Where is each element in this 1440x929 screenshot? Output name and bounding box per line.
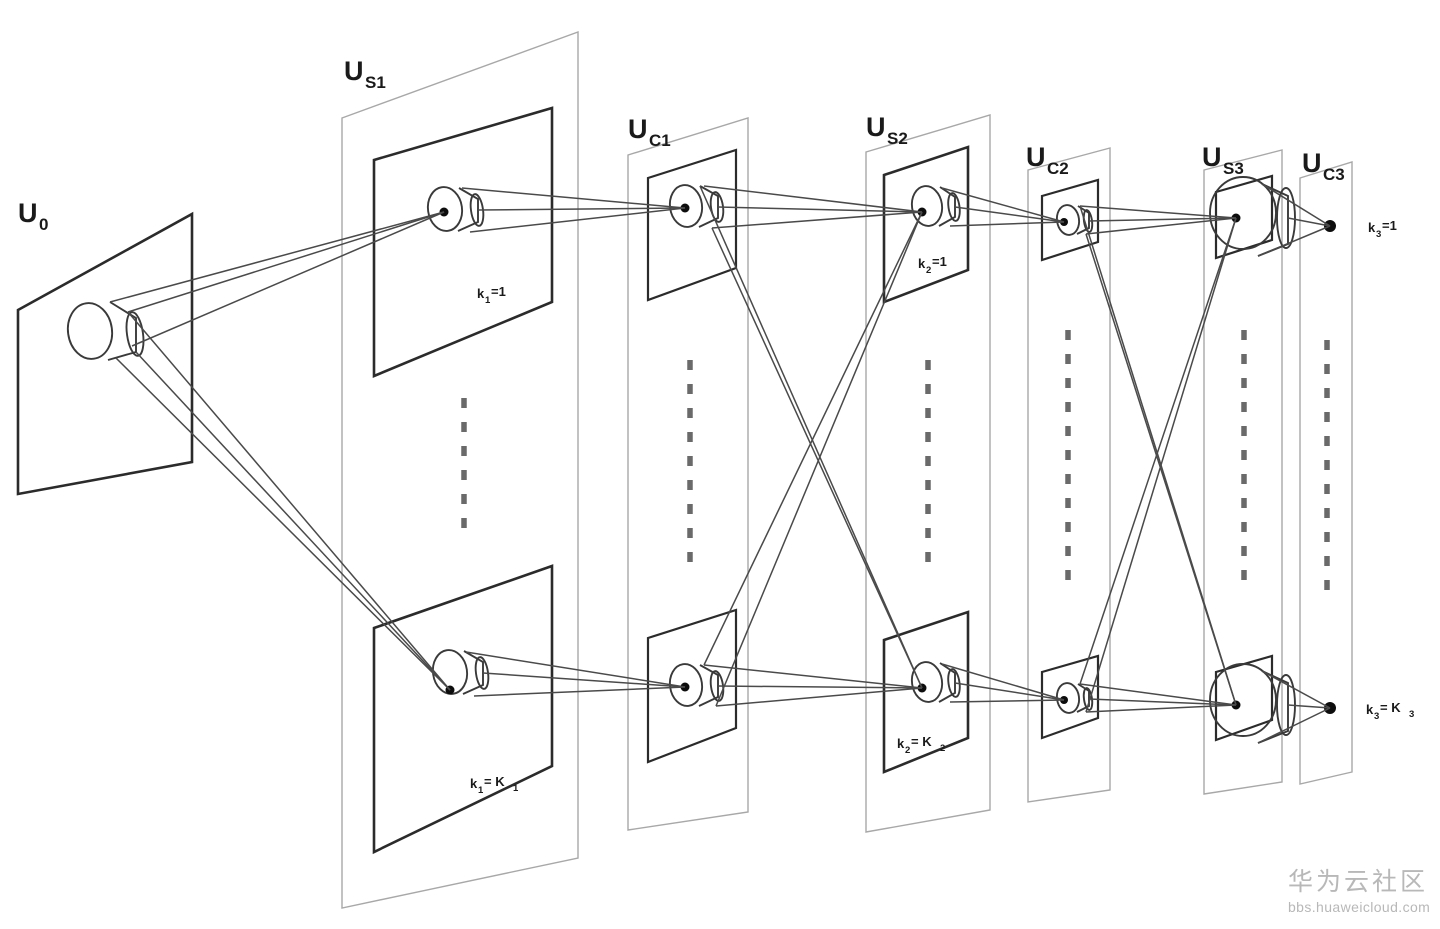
us3-outer-container xyxy=(1203,149,1283,795)
us1-plane-top xyxy=(372,106,554,378)
label-k3-bottom-sub: 3 xyxy=(1374,711,1379,722)
label-uc1: U C1 xyxy=(628,114,671,150)
us3-plane-bottom xyxy=(1214,654,1274,742)
label-k3-bottom-main: k xyxy=(1366,702,1374,717)
label-uc3-main: U xyxy=(1302,148,1322,178)
connections-uc1-us2 xyxy=(699,185,923,707)
label-k3-top: k 3 =1 xyxy=(1368,218,1397,240)
label-k3-bottom-value-sub: 3 xyxy=(1409,709,1414,720)
watermark: 华为云社区 bbs.huaweicloud.com xyxy=(1288,868,1430,915)
u0-input-plane xyxy=(16,211,194,496)
label-uc1-sub: C1 xyxy=(649,131,671,150)
label-uc3-sub: C3 xyxy=(1323,165,1345,184)
label-k2-bottom: k 2 = K 2 xyxy=(897,734,945,756)
us3-plane-top xyxy=(1214,174,1274,260)
label-us3: U S3 xyxy=(1202,142,1244,178)
label-us2-main: U xyxy=(866,112,886,142)
u0-receptive-cone xyxy=(66,301,145,361)
uc1-outer-container xyxy=(627,117,749,831)
us2-outer-container xyxy=(865,114,991,833)
layer-labels: U 0 U S1 U C1 U S2 U C2 U S3 U C3 xyxy=(18,56,1345,234)
uc2-plane-top xyxy=(1040,178,1100,262)
label-k1-top-value: =1 xyxy=(491,284,506,299)
connections-uc2-us3 xyxy=(1079,205,1237,713)
label-k1-bottom-value: = K xyxy=(484,774,505,789)
watermark-url-text: bbs.huaweicloud.com xyxy=(1288,899,1430,915)
us1-outer-container xyxy=(341,30,579,909)
label-k3-top-value: =1 xyxy=(1382,218,1397,233)
label-u0-main: U xyxy=(18,198,38,228)
uc2-outer-container xyxy=(1027,147,1111,803)
label-u0: U 0 xyxy=(18,198,48,234)
label-k3-bottom-value: = K xyxy=(1380,700,1401,715)
label-us3-main: U xyxy=(1202,142,1222,172)
label-k1-top: k 1 =1 xyxy=(477,284,506,306)
plane-index-labels: k 1 =1 k 1 = K 1 k 2 =1 k 2 = K 2 k 3 =1… xyxy=(470,218,1414,796)
label-k2-bottom-sub: 2 xyxy=(905,745,910,756)
label-k2-bottom-main: k xyxy=(897,736,905,751)
layer-u0 xyxy=(16,211,194,496)
label-k3-top-sub: 3 xyxy=(1376,229,1381,240)
label-k1-bottom: k 1 = K 1 xyxy=(470,774,519,796)
connections-u0-us1 xyxy=(109,211,451,691)
connections-us1-uc1 xyxy=(461,187,686,697)
us2-cone-top xyxy=(910,185,961,227)
label-us3-sub: S3 xyxy=(1223,159,1244,178)
layer-us1 xyxy=(341,30,579,909)
us2-plane-bottom xyxy=(882,610,970,774)
label-us2-sub: S2 xyxy=(887,129,908,148)
layer-uc1 xyxy=(627,117,749,831)
label-uc1-main: U xyxy=(628,114,648,144)
label-us1-sub: S1 xyxy=(365,73,386,92)
uc1-plane-bottom xyxy=(646,608,738,764)
label-k2-bottom-value-sub: 2 xyxy=(940,743,945,754)
label-uc2-main: U xyxy=(1026,142,1046,172)
label-us1-main: U xyxy=(344,56,364,86)
layer-us3 xyxy=(1203,149,1296,795)
uc3-outer-container xyxy=(1299,161,1353,785)
us2-plane-top xyxy=(882,145,970,304)
label-us2: U S2 xyxy=(866,112,908,148)
label-k3-bottom: k 3 = K 3 xyxy=(1366,700,1414,722)
connections-us2-uc2 xyxy=(941,187,1065,703)
label-k3-top-main: k xyxy=(1368,220,1376,235)
label-k2-top-value: =1 xyxy=(932,254,947,269)
label-k1-bottom-value-sub: 1 xyxy=(513,783,519,794)
connections-us3-uc3 xyxy=(1257,183,1331,744)
uc2-plane-bottom xyxy=(1040,654,1100,740)
label-uc2-sub: C2 xyxy=(1047,159,1069,178)
label-u0-sub: 0 xyxy=(39,215,48,234)
label-k1-top-sub: 1 xyxy=(485,295,491,306)
label-uc2: U C2 xyxy=(1026,142,1069,178)
layer-us2 xyxy=(865,114,991,833)
us1-plane-bottom xyxy=(372,564,554,855)
label-k1-top-main: k xyxy=(477,286,485,301)
watermark-chinese-text: 华为云社区 xyxy=(1288,868,1428,896)
label-k2-top: k 2 =1 xyxy=(918,254,947,276)
label-k2-top-main: k xyxy=(918,256,926,271)
label-k2-top-sub: 2 xyxy=(926,265,931,276)
label-k2-bottom-value: = K xyxy=(911,734,932,749)
label-k1-bottom-sub: 1 xyxy=(478,785,484,796)
label-uc3: U C3 xyxy=(1302,148,1345,184)
label-k1-bottom-main: k xyxy=(470,776,478,791)
us1-cone-top xyxy=(426,186,485,232)
label-us1: U S1 xyxy=(344,56,386,92)
